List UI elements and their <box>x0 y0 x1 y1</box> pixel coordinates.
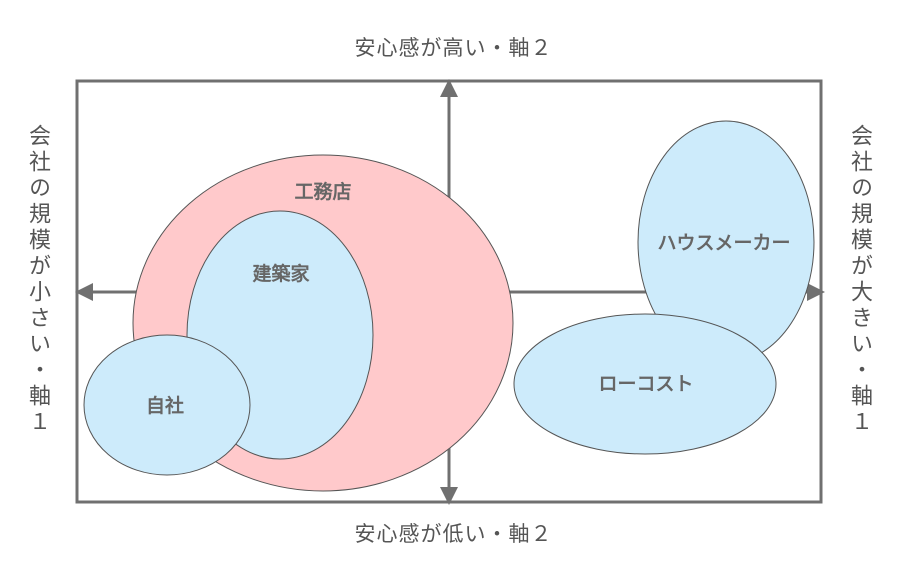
house-maker-label: ハウスメーカー <box>657 232 790 254</box>
axis-label-left: 会社の規模が小さい・軸１ <box>25 124 50 436</box>
axis-label-top: 安心感が高い・軸２ <box>354 36 553 60</box>
jisha-label: 自社 <box>146 394 184 417</box>
kenchikuka-label: 建築家 <box>252 262 310 285</box>
low-cost-ellipse <box>513 313 777 455</box>
axis-label-bottom: 安心感が低い・軸２ <box>354 522 553 546</box>
low-cost-label: ローコスト <box>598 373 693 395</box>
koumuten-label: 工務店 <box>294 180 351 203</box>
jisha-ellipse <box>83 334 251 476</box>
axis-label-right: 会社の規模が大きい・軸１ <box>847 124 872 436</box>
